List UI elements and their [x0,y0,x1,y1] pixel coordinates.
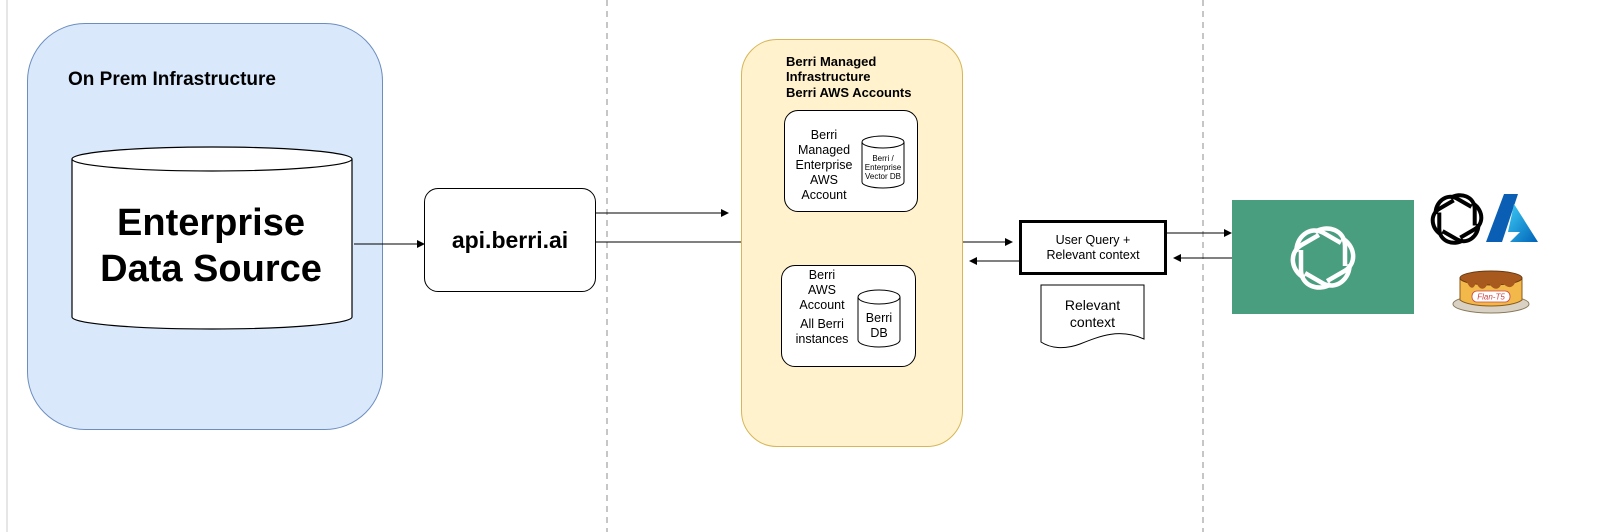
flan-t5-icon: Flan-T5 [1452,270,1530,314]
berri-managed-container [741,39,963,447]
relevant-context-label: Relevant context [1064,297,1121,330]
enterprise-data-source-cylinder [71,146,353,330]
berri-db-cylinder [857,289,901,348]
enterprise-data-source-label: Enterprise Data Source [100,202,322,290]
openai-black-logo-icon [1430,193,1484,245]
berri-title-line-3: Berri AWS Accounts [786,85,912,100]
api-label: api.berri.ai [451,226,569,253]
relevant-context-document [1040,284,1145,349]
account-1-label: Berri Managed Enterprise AWS Account [795,128,853,202]
azure-logo-icon [1486,194,1538,242]
openai-logo-icon [1290,226,1356,290]
berri-title-line-2: Infrastructure [786,69,871,84]
vector-db-cylinder [861,135,905,189]
berri-title-line-1: Berri Managed [786,54,877,69]
api-node: api.berri.ai [424,188,596,292]
user-query-box: User Query + Relevant context [1019,220,1167,275]
vector-db-label: Berri / Enterprise Vector DB [864,154,902,181]
on-prem-title: On Prem Infrastructure [68,69,276,90]
account-2-label: Berri AWS Account All Berri instances [795,268,849,346]
berri-db-label: Berri DB [865,311,893,340]
flan-t5-label: Flan-T5 [1477,293,1505,302]
openai-tile [1232,200,1414,314]
